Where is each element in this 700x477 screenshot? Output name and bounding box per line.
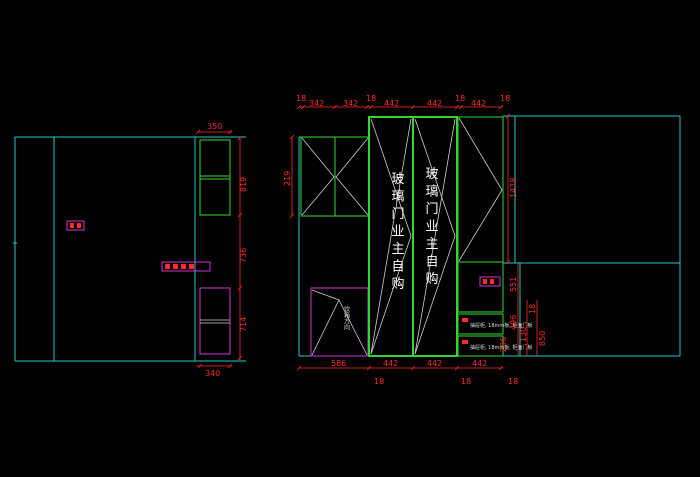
drawer-1 — [457, 313, 504, 335]
dim-714: 714 — [239, 317, 248, 332]
dim-18: 18 — [528, 304, 537, 314]
glass-door-label: 玻璃门业主自购 — [425, 167, 438, 287]
dim-18: 18 — [296, 94, 306, 103]
dim-206: 206 — [499, 337, 508, 352]
dim-130: 130 — [519, 327, 528, 342]
dim-442: 442 — [472, 359, 487, 368]
dim-442: 442 — [427, 359, 442, 368]
fridge-direction-label: 饮箱方向 — [343, 305, 350, 330]
drawer-2 — [457, 335, 504, 357]
dim-219: 219 — [283, 171, 292, 186]
dim-18: 18 — [461, 377, 471, 386]
dim-442: 442 — [383, 359, 398, 368]
dim-819: 819 — [239, 177, 248, 192]
drawer-label-1: 抽屉柜, 18mm板, 柜面门板 — [470, 322, 532, 329]
front-elevation: 饮箱方向 抽屉柜, 18mm板, 柜面门板 抽屉柜, 18mm板, 柜面门板 — [283, 94, 681, 386]
dim-736: 736 — [239, 248, 248, 263]
dim-350: 350 — [207, 122, 222, 131]
dim-442: 442 — [427, 99, 442, 108]
dim-442: 442 — [384, 99, 399, 108]
glass-door-text-2: 玻璃门业主自购 — [425, 167, 438, 287]
dim-18: 18 — [455, 94, 465, 103]
socket-icon — [479, 276, 501, 287]
power-strip-icon — [161, 261, 211, 272]
dim-340: 340 — [205, 369, 220, 378]
dim-18: 18 — [374, 377, 384, 386]
dim-1478: 1478 — [509, 178, 518, 198]
dim-342: 342 — [309, 99, 324, 108]
drawer-label-2: 抽屉柜, 18mm板, 柜面门板 — [470, 344, 532, 351]
lower-cabinet-side — [199, 287, 231, 355]
left-side-elevation: 350 819 736 714 340 — [13, 122, 248, 378]
upper-cabinet-side — [199, 139, 231, 216]
socket-icon — [66, 220, 85, 231]
glass-door-text-1: 玻璃门业主自购 — [391, 172, 404, 292]
glass-door-label: 玻璃门业主自购 — [391, 172, 404, 292]
dim-496: 496 — [509, 315, 518, 330]
dim-18: 18 — [508, 377, 518, 386]
dim-586: 586 — [331, 359, 346, 368]
dim-442: 442 — [471, 99, 486, 108]
dim-551: 551 — [509, 277, 518, 292]
dim-850: 850 — [538, 331, 547, 346]
tall-right-cabinet — [457, 116, 504, 263]
glass-door-2 — [412, 116, 458, 357]
dim-18: 18 — [500, 94, 510, 103]
dim-342: 342 — [343, 99, 358, 108]
dim-18: 18 — [366, 94, 376, 103]
fridge-space — [310, 287, 369, 357]
